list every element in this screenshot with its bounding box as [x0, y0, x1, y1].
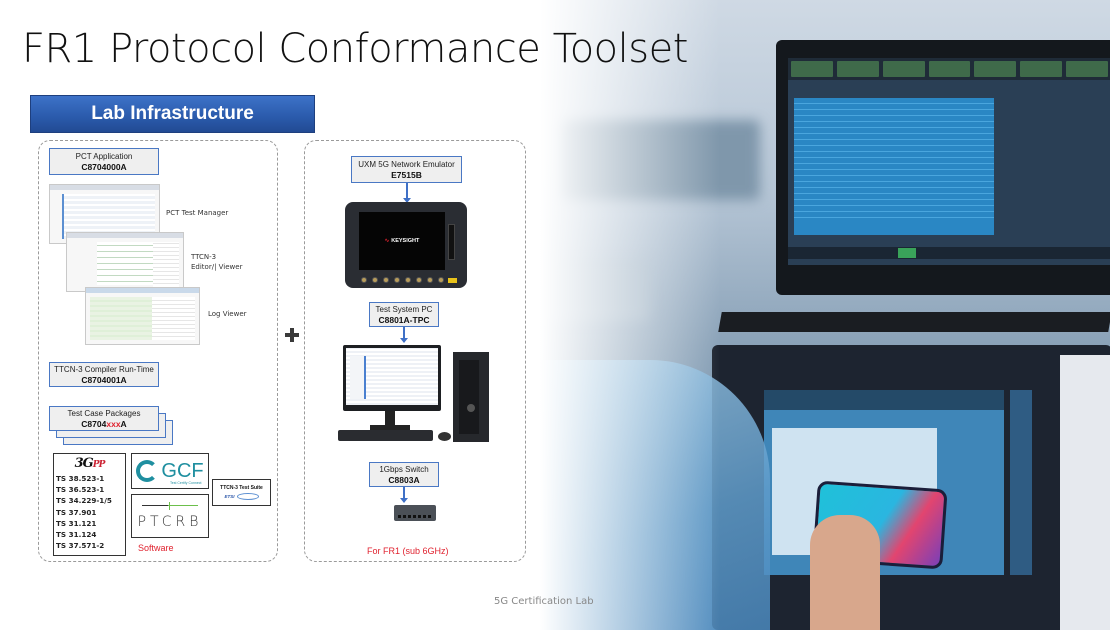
spec-item: TS 37.571-2 — [56, 541, 105, 551]
software-panel — [38, 140, 278, 562]
spec-item: TS 31.124 — [56, 530, 97, 540]
ttcn3-caption-line2: Editor/| Viewer — [191, 263, 243, 271]
etsi-logo-icon: ETSI — [224, 493, 259, 500]
test-case-packages-part: C8704xxxA — [50, 419, 158, 430]
spec-item: TS 34.229-1/5 — [56, 496, 112, 506]
pct-application-part: C8704000A — [81, 161, 127, 172]
test-case-packages-name: Test Case Packages — [67, 408, 141, 418]
test-pc-part: C8801A-TPC — [378, 314, 430, 325]
software-section-label: Software — [138, 543, 174, 553]
ttcn3-editor-caption: TTCN-3 Editor/| Viewer — [191, 252, 242, 272]
etsi-label: ETSI — [224, 494, 235, 499]
arrow-down-icon — [403, 183, 411, 203]
spec-item: TS 36.523-1 — [56, 485, 105, 495]
3gpp-logo: 3GPP — [56, 456, 123, 473]
ptcrb-line-icon — [142, 502, 198, 510]
switch-part: C8803A — [388, 474, 420, 485]
uxm-name: UXM 5G Network Emulator — [358, 159, 455, 169]
footer-text: 5G Certification Lab — [494, 596, 594, 607]
keysight-logo: ∿KEYSIGHT — [384, 238, 420, 244]
background-monitor — [776, 40, 1110, 295]
spec-item: TS 31.121 — [56, 518, 97, 528]
spec-item: TS 38.523-1 — [56, 474, 105, 483]
lab-photo — [540, 0, 1110, 630]
log-viewer-caption: Log Viewer — [208, 310, 247, 318]
gcf-logo: GCF Test Certify Connect — [131, 453, 209, 489]
lab-infrastructure-banner: Lab Infrastructure — [30, 95, 315, 133]
switch-box: 1Gbps Switch C8803A — [369, 462, 439, 487]
test-pc-name: Test System PC — [375, 304, 433, 314]
gcf-tagline: Test Certify Connect — [170, 481, 202, 485]
background-keyboard — [718, 312, 1110, 332]
hardware-section-label: For FR1 (sub 6GHz) — [367, 546, 449, 556]
plus-icon — [285, 328, 299, 342]
log-viewer-screenshot — [85, 287, 200, 345]
slide-title: FR1 Protocol Conformance Toolset — [22, 26, 688, 72]
ttcn3-test-suite-box: TTCN-3 Test Suite ETSI — [212, 479, 271, 506]
test-system-pc-box: Test System PC C8801A-TPC — [369, 302, 439, 327]
gcf-label: GCF — [161, 459, 204, 482]
network-switch-image — [394, 505, 436, 521]
pc-monitor-stand — [385, 411, 395, 427]
pct-test-manager-caption: PCT Test Manager — [166, 209, 229, 217]
3gpp-specs-box: 3GPP TS 38.523-1 TS 36.523-1 TS 34.229-1… — [53, 453, 126, 556]
ttcn3-caption-line1: TTCN-3 — [191, 253, 217, 261]
pc-monitor-image — [343, 345, 441, 411]
ptcrb-logo: PTCRB — [131, 494, 209, 538]
pc-mouse-image — [438, 432, 451, 441]
test-case-packages-box: Test Case Packages C8704xxxA — [49, 406, 159, 431]
hand — [810, 515, 880, 630]
3gpp-logo-main: 3G — [74, 456, 94, 471]
3gpp-logo-pp: PP — [92, 460, 106, 470]
switch-name: 1Gbps Switch — [379, 464, 429, 474]
pc-tower-image — [453, 352, 489, 442]
ttcn3-suite-label: TTCN-3 Test Suite — [220, 485, 263, 491]
part-variable: xxx — [106, 418, 121, 429]
uxm-device-image: ∿KEYSIGHT — [345, 202, 467, 288]
pct-application-name: PCT Application — [75, 151, 133, 161]
compiler-name: TTCN-3 Compiler Run-Time — [54, 364, 154, 374]
arrow-down-icon — [400, 487, 408, 503]
hardware-panel — [304, 140, 526, 562]
arrow-down-icon — [400, 327, 408, 343]
pct-application-box: PCT Application C8704000A — [49, 148, 159, 175]
background-rack — [1060, 355, 1110, 630]
uxm-emulator-box: UXM 5G Network Emulator E7515B — [351, 156, 462, 183]
compiler-part: C8704001A — [81, 374, 127, 385]
pc-monitor-base — [370, 425, 410, 430]
part-prefix: C8704 — [81, 418, 107, 429]
uxm-part: E7515B — [391, 169, 422, 180]
spec-item: TS 37.901 — [56, 507, 97, 517]
gcf-ring-icon — [136, 460, 159, 482]
pc-keyboard-image — [338, 430, 433, 441]
ptcrb-label: PTCRB — [137, 514, 203, 530]
ttcn3-compiler-box: TTCN-3 Compiler Run-Time C8704001A — [49, 362, 159, 387]
part-suffix: A — [120, 418, 127, 429]
ttcn3-editor-screenshot — [66, 232, 184, 292]
